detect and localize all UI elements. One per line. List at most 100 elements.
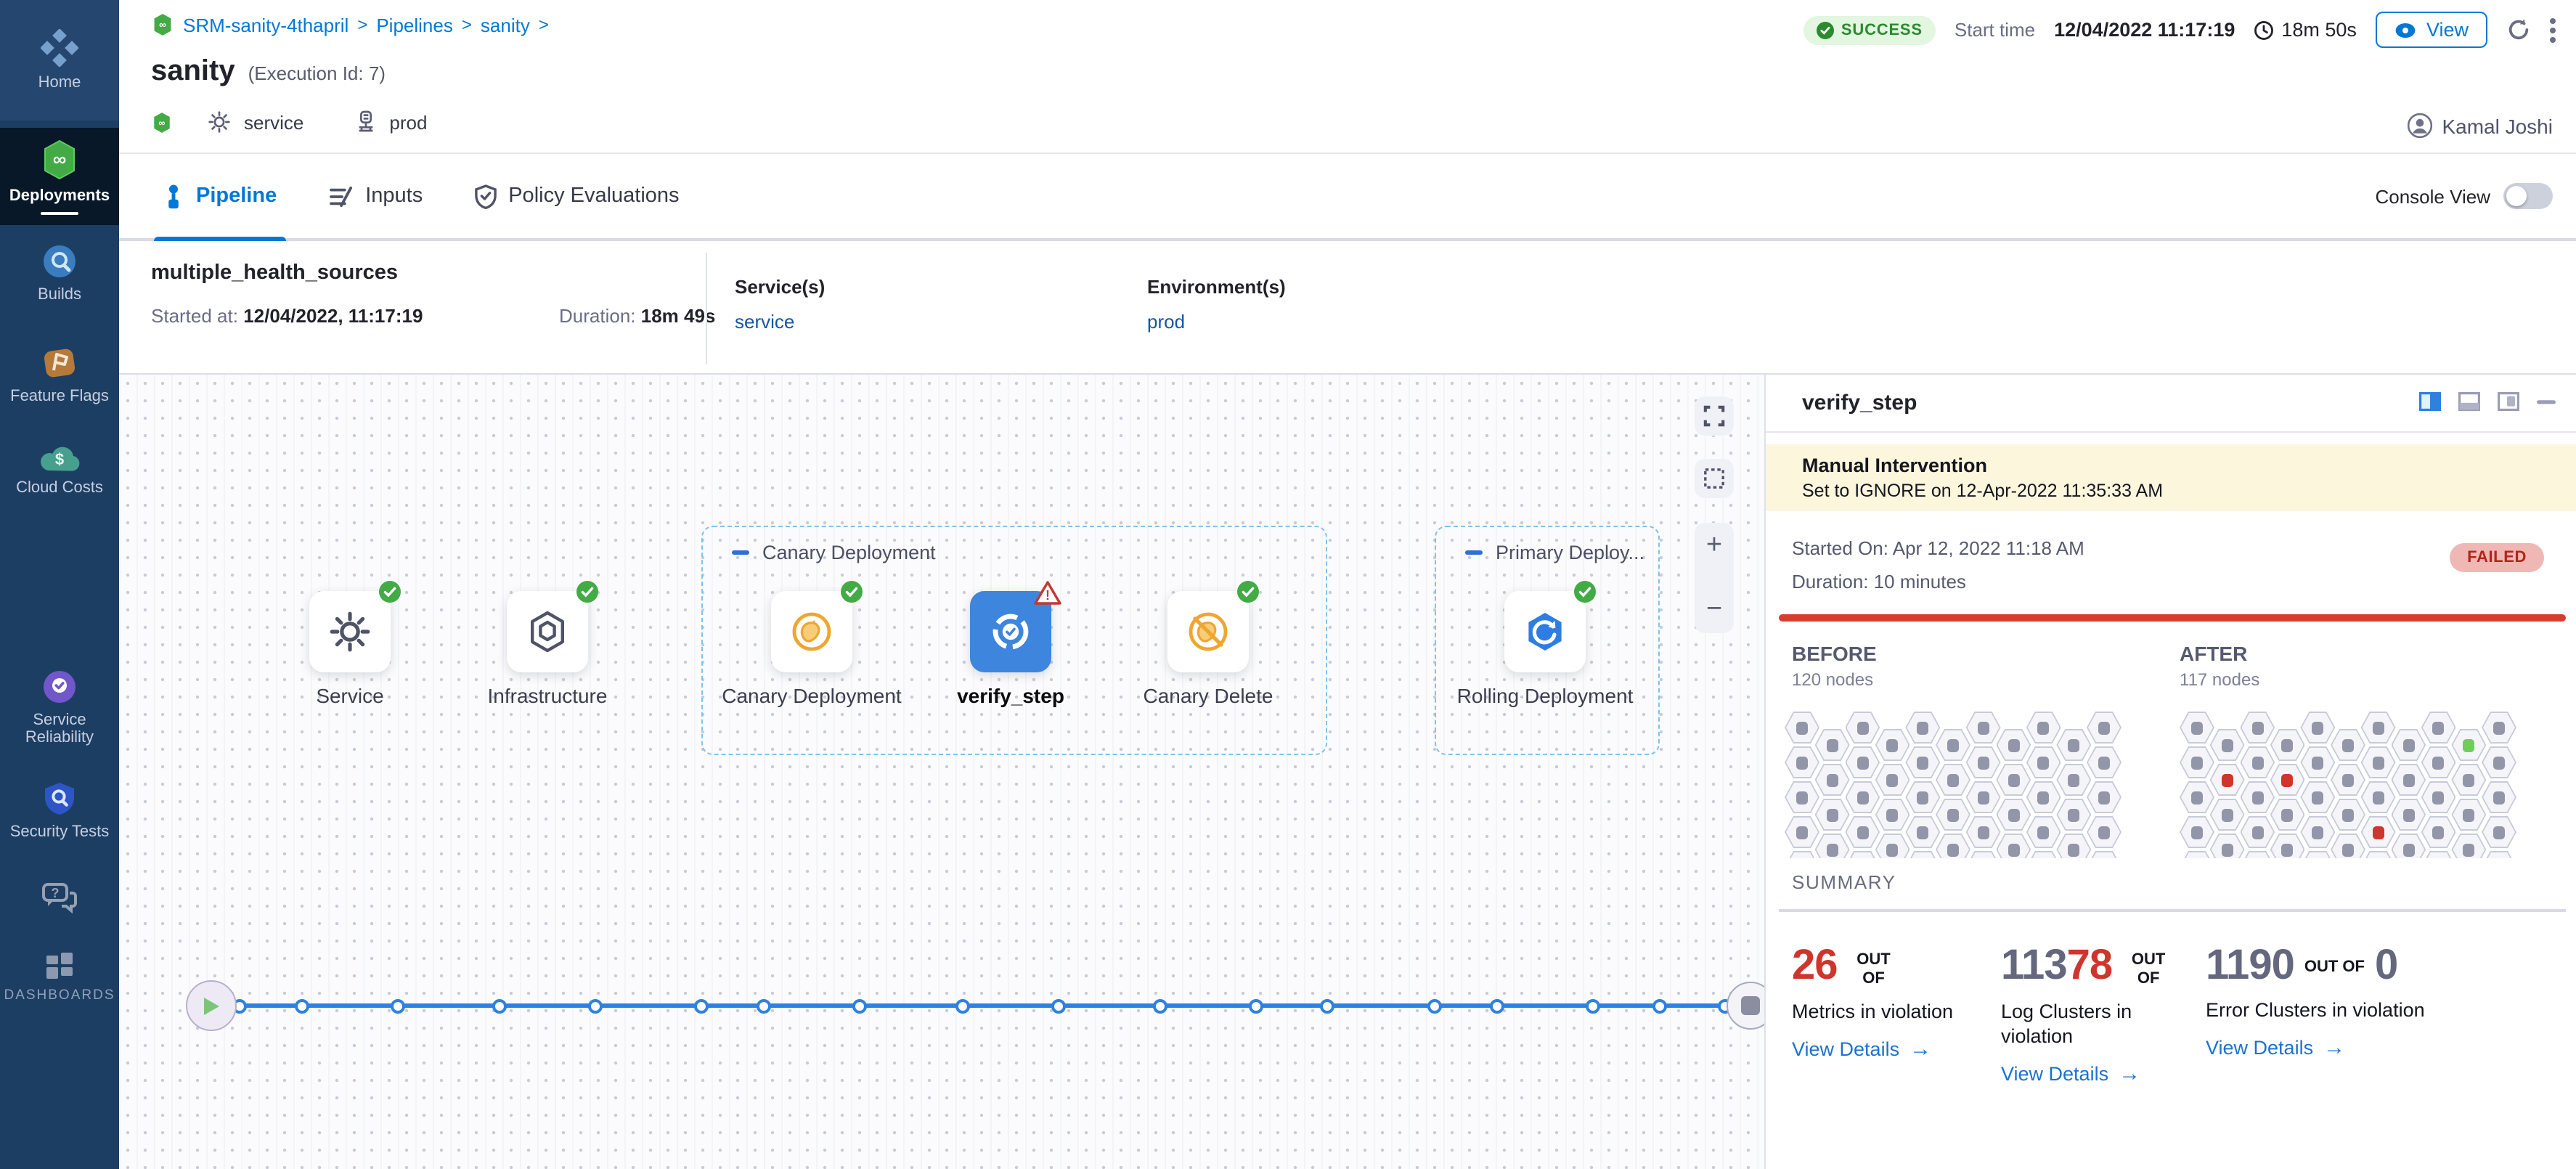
group-collapse-canary[interactable]: Canary Deployment	[732, 542, 936, 563]
node-hexagon[interactable]	[2240, 816, 2275, 848]
node-hexagon[interactable]	[2451, 764, 2487, 796]
service-link[interactable]: service	[735, 311, 795, 333]
node-hexagon[interactable]	[1875, 799, 1910, 831]
node-hexagon[interactable]	[1905, 712, 1941, 744]
node-hexagon[interactable]	[1814, 799, 1850, 831]
node-hexagon[interactable]	[2360, 746, 2396, 778]
metrics-view-details-link[interactable]: View Details→	[1792, 1037, 1932, 1062]
node-hexagon[interactable]	[1845, 816, 1880, 848]
more-options-button[interactable]	[2550, 17, 2556, 43]
node-hexagon[interactable]	[2300, 746, 2336, 778]
node-hexagon[interactable]	[1996, 799, 2031, 831]
node-hexagon[interactable]	[2087, 712, 2121, 744]
node-hexagon[interactable]	[1996, 764, 2031, 796]
node-hexagon[interactable]	[2300, 816, 2336, 848]
node-hexagon[interactable]	[1875, 834, 1910, 858]
error-clusters-view-details-link[interactable]: View Details→	[2206, 1035, 2346, 1060]
sidebar-help-button[interactable]: ?	[0, 874, 119, 921]
pipeline-node-canary-deployment[interactable]: Canary Deployment	[722, 581, 902, 707]
node-hexagon[interactable]	[2331, 764, 2365, 796]
node-hexagon[interactable]	[2087, 781, 2121, 813]
node-hexagon[interactable]	[2056, 834, 2092, 858]
tab-inputs[interactable]: Inputs	[329, 154, 423, 238]
node-hexagon[interactable]	[1905, 816, 1941, 848]
node-hexagon[interactable]	[1845, 781, 1880, 813]
node-hexagon[interactable]	[2056, 729, 2092, 761]
node-hexagon[interactable]	[2331, 729, 2365, 761]
node-hexagon[interactable]	[2482, 746, 2516, 778]
node-hexagon[interactable]	[2026, 851, 2061, 858]
node-hexagon[interactable]	[2240, 712, 2275, 744]
log-clusters-view-details-link[interactable]: View Details→	[2001, 1062, 2141, 1086]
node-hexagon[interactable]	[1814, 729, 1850, 761]
node-hexagon[interactable]	[2421, 851, 2456, 858]
node-hexagon[interactable]	[2482, 851, 2516, 858]
sidebar-item-cloud-costs[interactable]: $ Cloud Costs	[0, 431, 119, 507]
tab-pipeline[interactable]: Pipeline	[154, 154, 286, 241]
environment-link[interactable]: prod	[1147, 311, 1186, 333]
node-hexagon[interactable]	[1845, 712, 1880, 744]
node-hexagon[interactable]	[2421, 712, 2456, 744]
node-hexagon[interactable]	[1785, 712, 1819, 744]
zoom-out-button[interactable]: −	[1705, 594, 1723, 624]
node-hexagon[interactable]	[2270, 764, 2305, 796]
node-hexagon[interactable]	[2482, 816, 2516, 848]
node-hexagon[interactable]	[1785, 781, 1819, 813]
node-hexagon[interactable]	[1965, 851, 2001, 858]
node-hexagon[interactable]	[1814, 834, 1850, 858]
stage-group-primary[interactable]: Primary Deploy...	[1435, 526, 1660, 755]
node-hexagon[interactable]	[2300, 781, 2336, 813]
node-hexagon[interactable]	[2482, 781, 2516, 813]
node-hexagon[interactable]	[2300, 712, 2336, 744]
node-hexagon[interactable]	[1785, 816, 1819, 848]
node-hexagon[interactable]	[2180, 712, 2214, 744]
node-hexagon[interactable]	[2451, 729, 2487, 761]
sidebar-item-deployments[interactable]: ∞ Deployments	[0, 128, 119, 225]
node-hexagon[interactable]	[1905, 746, 1941, 778]
node-hexagon[interactable]	[2026, 781, 2061, 813]
node-hexagon[interactable]	[1905, 851, 1941, 858]
sidebar-item-service-reliability[interactable]: Service Reliability	[0, 661, 119, 754]
node-hexagon[interactable]	[2240, 746, 2275, 778]
node-hexagon[interactable]	[1965, 746, 2001, 778]
node-hexagon[interactable]	[1996, 729, 2031, 761]
breadcrumb-project[interactable]: SRM-sanity-4thapril	[183, 14, 349, 36]
node-hexagon[interactable]	[2180, 816, 2214, 848]
node-hexagon[interactable]	[2451, 834, 2487, 858]
node-hexagon[interactable]	[1905, 781, 1941, 813]
node-hexagon[interactable]	[2451, 799, 2487, 831]
layout-right-panel-button[interactable]	[2419, 392, 2441, 411]
node-hexagon[interactable]	[1936, 764, 1970, 796]
node-hexagon[interactable]	[2360, 781, 2396, 813]
group-collapse-primary[interactable]: Primary Deploy...	[1465, 542, 1644, 563]
pipeline-start-node[interactable]	[186, 980, 237, 1031]
node-hexagon[interactable]	[2087, 746, 2121, 778]
node-hexagon[interactable]	[1785, 746, 1819, 778]
node-hexagon[interactable]	[2087, 816, 2121, 848]
node-hexagon[interactable]	[1936, 799, 1970, 831]
canvas-select-button[interactable]	[1695, 459, 1734, 498]
sidebar-item-dashboards[interactable]: DASHBOARDS	[0, 944, 119, 1011]
node-hexagon[interactable]	[2391, 729, 2426, 761]
node-hexagon[interactable]	[2209, 729, 2245, 761]
node-hexagon[interactable]	[2026, 816, 2061, 848]
node-hexagon[interactable]	[2056, 799, 2092, 831]
pipeline-node-service[interactable]: Service	[309, 581, 401, 707]
canvas-fullscreen-button[interactable]	[1695, 396, 1734, 436]
node-hexagon[interactable]	[2482, 712, 2516, 744]
sidebar-item-feature-flags[interactable]: Feature Flags	[0, 334, 119, 415]
node-hexagon[interactable]	[1875, 729, 1910, 761]
node-hexagon[interactable]	[1965, 712, 2001, 744]
node-hexagon[interactable]	[2087, 851, 2121, 858]
node-hexagon[interactable]	[2360, 816, 2396, 848]
breadcrumb-pipeline-name[interactable]: sanity	[480, 14, 530, 36]
node-hexagon[interactable]	[2421, 816, 2456, 848]
zoom-in-button[interactable]: +	[1705, 530, 1723, 561]
stage-group-canary[interactable]: Canary Deployment	[701, 526, 1327, 755]
layout-floating-panel-button[interactable]	[2498, 392, 2519, 411]
node-hexagon[interactable]	[2391, 799, 2426, 831]
node-hexagon[interactable]	[2180, 781, 2214, 813]
sidebar-item-security-tests[interactable]: Security Tests	[0, 773, 119, 848]
sidebar-item-home[interactable]: Home	[0, 0, 119, 121]
service-tag[interactable]: service	[244, 111, 304, 133]
